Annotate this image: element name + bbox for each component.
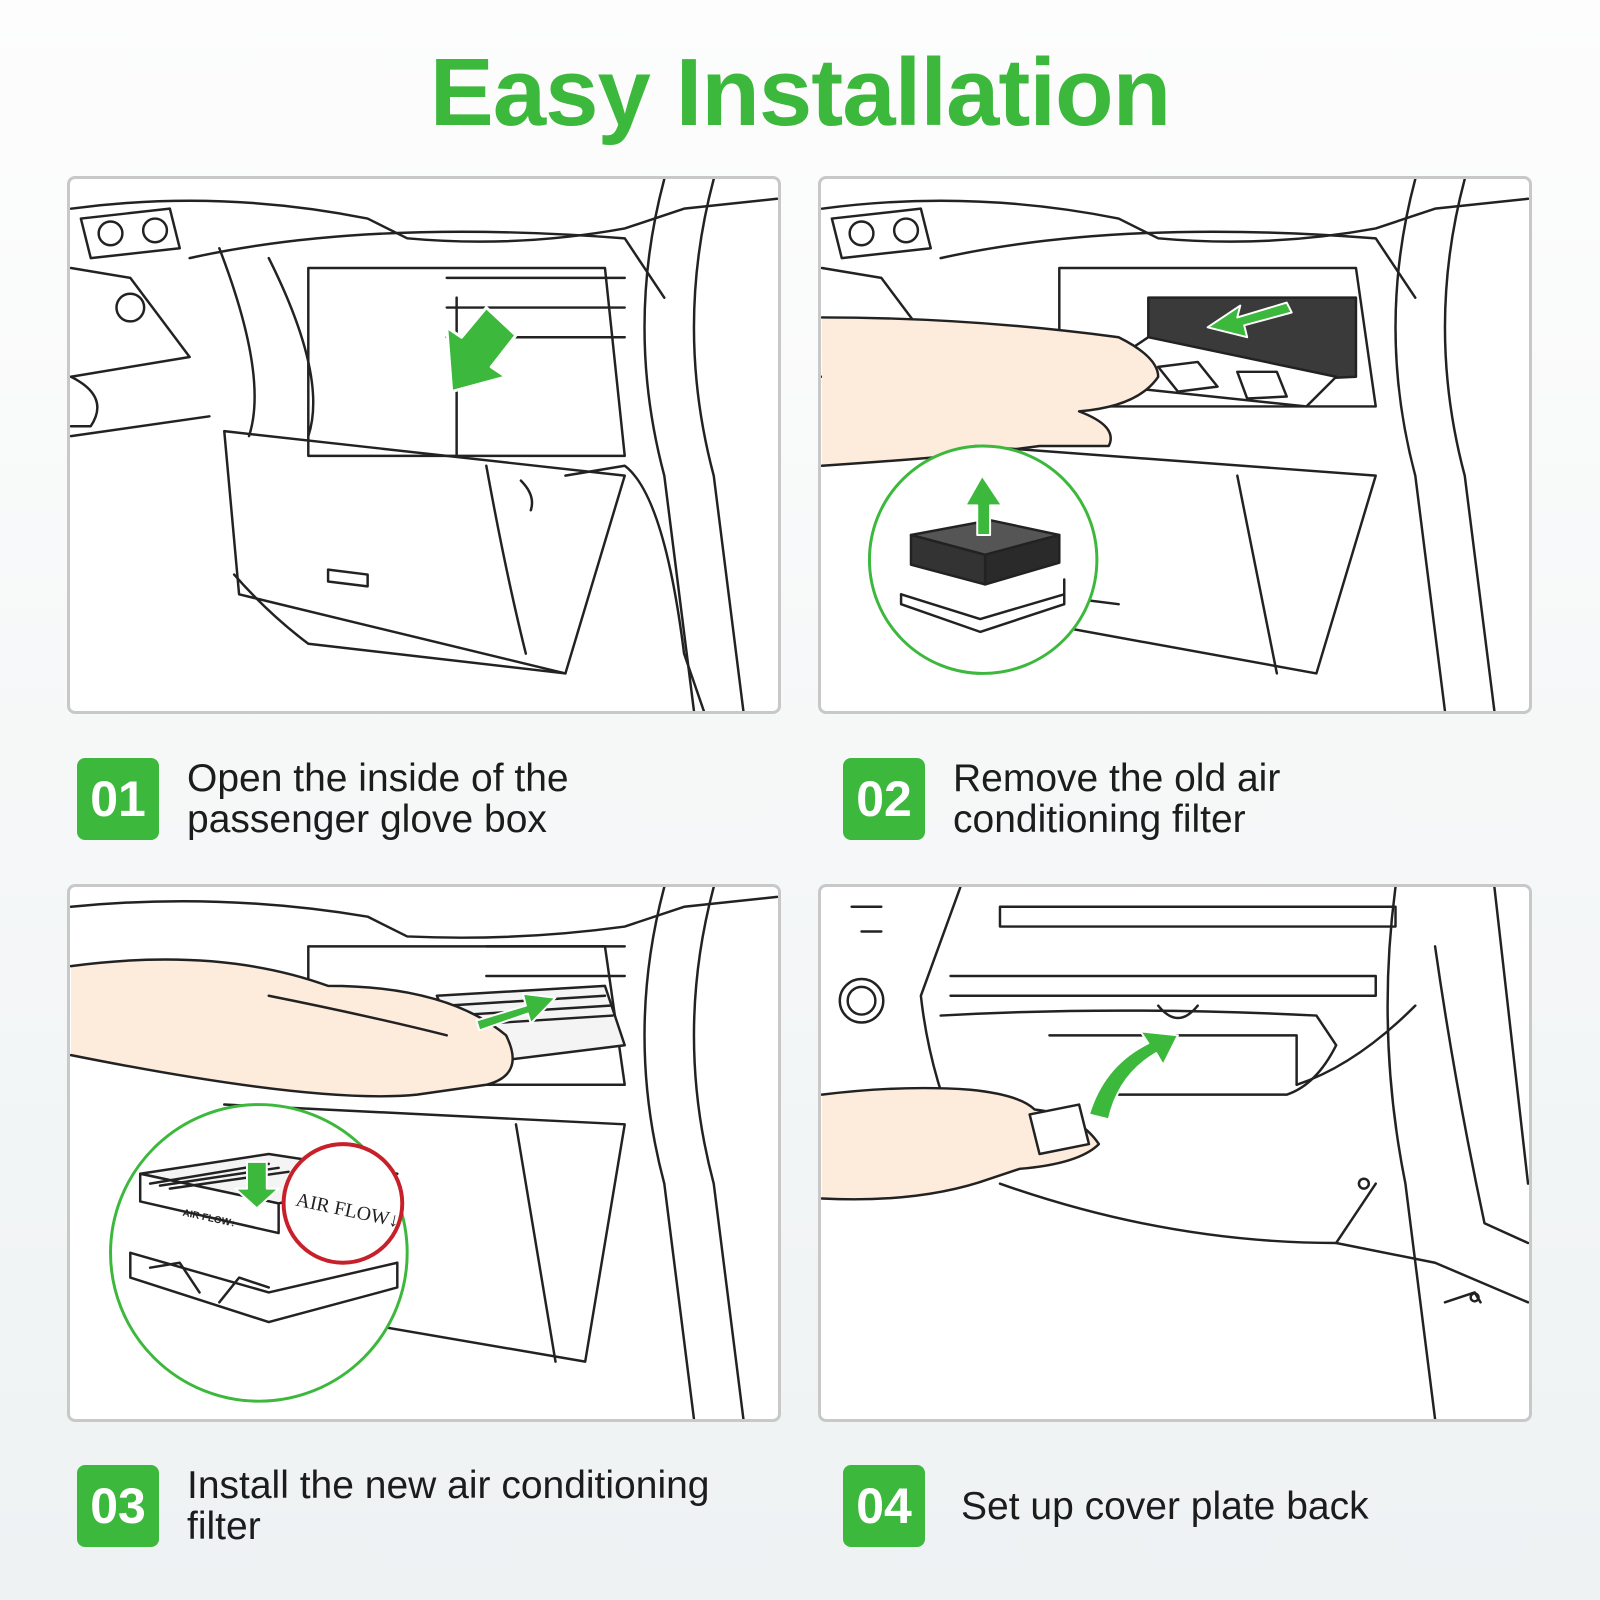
step-text-line: Install the new air conditioning	[187, 1464, 710, 1507]
replace-cover-drawing	[821, 887, 1529, 1419]
remove-filter-drawing	[821, 179, 1529, 711]
glove-box-open-drawing	[70, 179, 778, 711]
step-3: 03 Install the new air conditioning filt…	[77, 1465, 709, 1547]
step-description: Install the new air conditioning filter	[187, 1465, 709, 1547]
arrow-curved-up-icon	[1087, 1030, 1179, 1121]
arrow-down-icon	[445, 306, 518, 394]
step-description: Open the inside of the passenger glove b…	[187, 758, 569, 840]
page-title: Easy Installation	[429, 39, 1172, 146]
step-3-illustration: AIR FLOW↓ AIR FLOW↓	[67, 884, 781, 1422]
install-filter-drawing: AIR FLOW↓ AIR FLOW↓	[70, 887, 778, 1419]
step-text-line: Open the inside of the	[187, 757, 569, 800]
step-1-illustration	[67, 176, 781, 714]
step-text-line: passenger glove box	[187, 798, 547, 841]
arrow-down-icon	[234, 1160, 280, 1210]
step-number-badge: 02	[843, 758, 925, 840]
step-text-line: filter	[187, 1505, 261, 1548]
step-1: 01 Open the inside of the passenger glov…	[77, 758, 569, 840]
step-number-badge: 03	[77, 1465, 159, 1547]
step-number-badge: 04	[843, 1465, 925, 1547]
arrow-left-icon	[1206, 301, 1293, 339]
step-2: 02 Remove the old air conditioning filte…	[843, 758, 1280, 840]
step-description: Set up cover plate back	[961, 1486, 1369, 1527]
step-description: Remove the old air conditioning filter	[953, 758, 1280, 840]
airflow-callout-ring	[281, 1142, 405, 1265]
arrow-right-icon	[475, 992, 557, 1032]
step-number-badge: 01	[77, 758, 159, 840]
arrow-up-icon	[964, 474, 1003, 536]
step-text-line: conditioning filter	[953, 798, 1246, 841]
step-text-line: Set up cover plate back	[961, 1484, 1369, 1528]
step-4-illustration	[818, 884, 1532, 1422]
step-4: 04 Set up cover plate back	[843, 1465, 1369, 1547]
step-text-line: Remove the old air	[953, 757, 1281, 800]
step-2-illustration	[818, 176, 1532, 714]
